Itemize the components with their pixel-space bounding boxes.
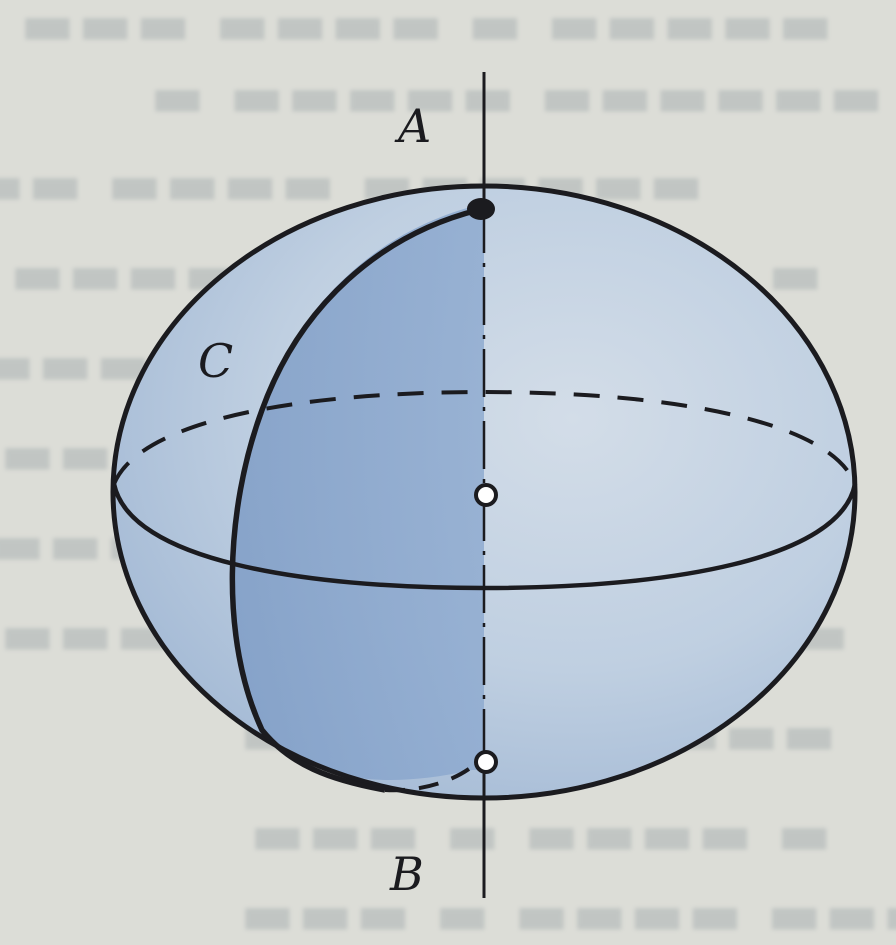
point-b-marker [474,750,498,774]
equator-back [112,389,857,485]
label-a: A [394,99,431,153]
label-c: C [198,334,233,388]
meridian-arc [229,207,479,793]
label-b: B [389,847,424,901]
center-point-marker [474,483,498,507]
meridian-hidden-arc [384,760,480,793]
point-a-marker [467,198,495,220]
